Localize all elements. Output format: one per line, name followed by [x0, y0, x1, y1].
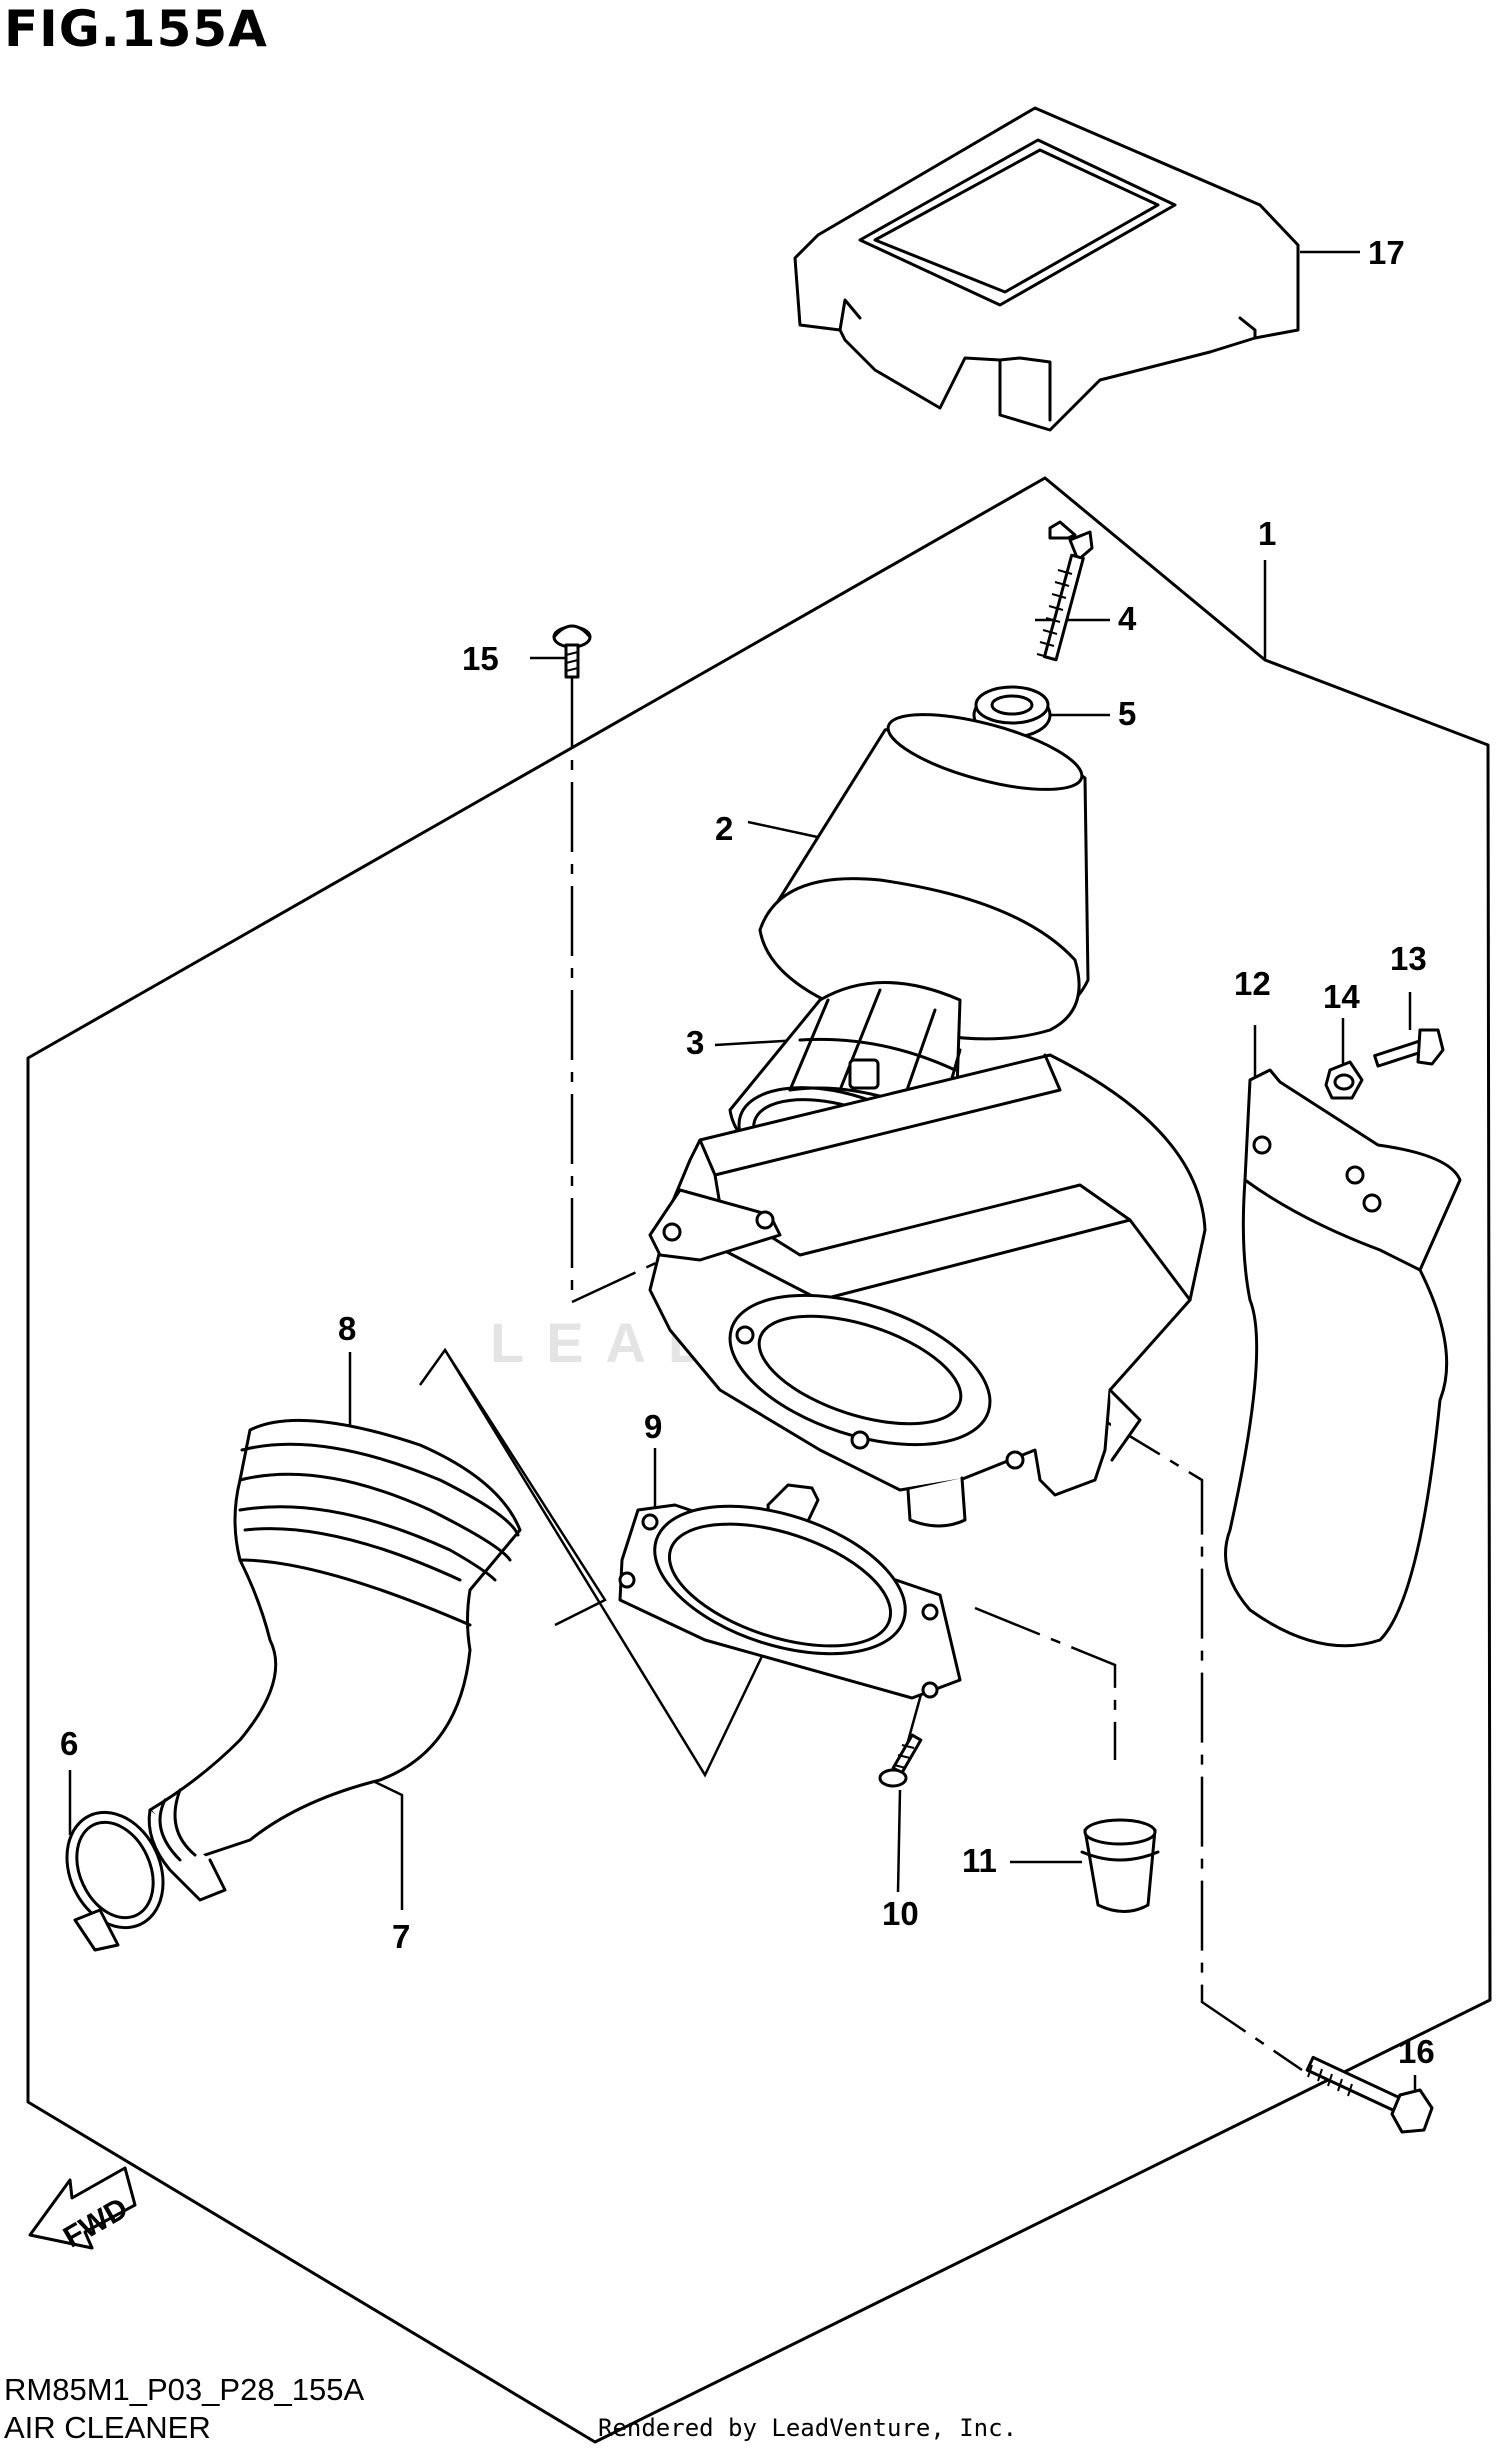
- boot-part-8: [148, 1418, 522, 1862]
- callout-6: 6: [60, 1725, 78, 1762]
- rendered-by-credit: Rendered by LeadVenture, Inc.: [598, 2414, 1018, 2442]
- outlet-flange-part-9: [618, 1483, 962, 1700]
- callout-9: 9: [644, 1408, 662, 1445]
- washer-part-14: [1324, 1060, 1364, 1100]
- wing-bolt-part-4: [1036, 520, 1094, 662]
- screw-part-10: [878, 1733, 923, 1788]
- callout-3: 3: [686, 1024, 704, 1061]
- bolt-part-13: [1373, 1028, 1445, 1068]
- callout-11: 11: [962, 1842, 997, 1879]
- callout-16: 16: [1398, 2033, 1435, 2070]
- callout-12: 12: [1234, 965, 1271, 1002]
- callout-10: 10: [882, 1895, 919, 1932]
- callout-13: 13: [1390, 940, 1427, 977]
- callout-17: 17: [1368, 234, 1405, 271]
- callout-15: 15: [462, 640, 499, 677]
- screw-part-15: [552, 624, 592, 679]
- callout-7: 7: [392, 1918, 410, 1955]
- diagram-name: AIR CLEANER: [4, 2410, 211, 2445]
- callout-4: 4: [1118, 600, 1137, 637]
- callout-1: 1: [1258, 515, 1276, 552]
- callout-14: 14: [1323, 978, 1360, 1015]
- diagram-code: RM85M1_P03_P28_155A: [4, 2372, 365, 2407]
- grommet-part-11: [1080, 1818, 1160, 1913]
- fwd-arrow-icon: FWD: [28, 2166, 137, 2254]
- side-panel-part-12: [1224, 1068, 1462, 1648]
- callout-8: 8: [338, 1310, 356, 1347]
- clamp-part-6: [65, 1810, 165, 1952]
- bolt-part-16: [1305, 2055, 1434, 2134]
- callout-5: 5: [1118, 695, 1136, 732]
- assembly-outline: [26, 476, 1492, 2444]
- figure-title: FIG.155A: [4, 0, 268, 58]
- cover-part-17: [793, 106, 1300, 432]
- callout-labels: 1 2 3 4 5 6 7 8 9 10 11 12 13 14 15 16 1…: [60, 234, 1435, 2070]
- air-cleaner-case-part-1: [648, 1053, 1207, 1528]
- callout-2: 2: [715, 810, 733, 847]
